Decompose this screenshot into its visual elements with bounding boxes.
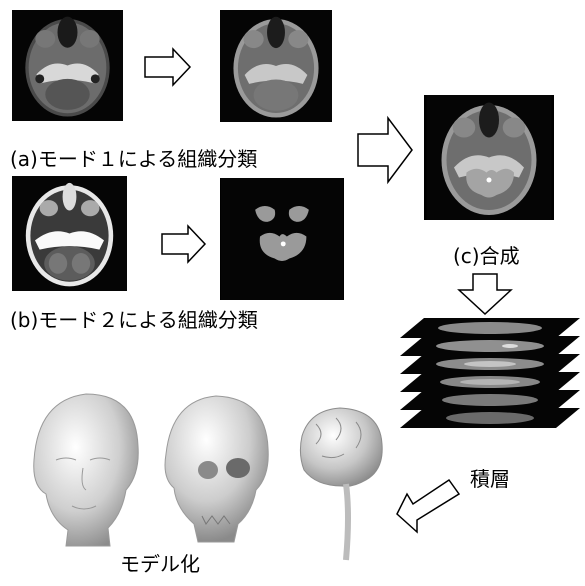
model-brain (296, 404, 386, 564)
model-skull (158, 392, 276, 552)
hollow-arrow-icon (455, 272, 515, 316)
caption-mode2: (b)モード２による組織分類 (10, 308, 258, 332)
hollow-arrow-icon (143, 47, 193, 87)
slice-layer-3 (400, 354, 580, 374)
ct-slice-mode1-classified (220, 10, 332, 122)
ct-slice-mode2-input (12, 176, 127, 291)
ct-slice-mode2-classified (220, 178, 344, 300)
ct-slice-synthesized (424, 95, 554, 220)
slice-layer-5 (400, 390, 580, 410)
caption-modeling: モデル化 (120, 552, 200, 576)
stacked-slices (400, 318, 580, 436)
caption-stacking: 積層 (470, 467, 510, 491)
hollow-arrow-icon (160, 224, 208, 264)
slice-layer-4 (400, 372, 580, 392)
hollow-arrow-icon (356, 114, 414, 186)
slice-layer-2 (400, 336, 580, 356)
hollow-arrow-icon (393, 466, 463, 536)
ct-slice-mode1-input (12, 10, 123, 121)
model-head-surface (26, 390, 146, 550)
slice-layer-1 (400, 318, 580, 338)
slice-layer-6 (400, 408, 580, 428)
caption-synthesis: (c)合成 (453, 244, 520, 268)
caption-mode1: (a)モード１による組織分類 (10, 147, 257, 171)
